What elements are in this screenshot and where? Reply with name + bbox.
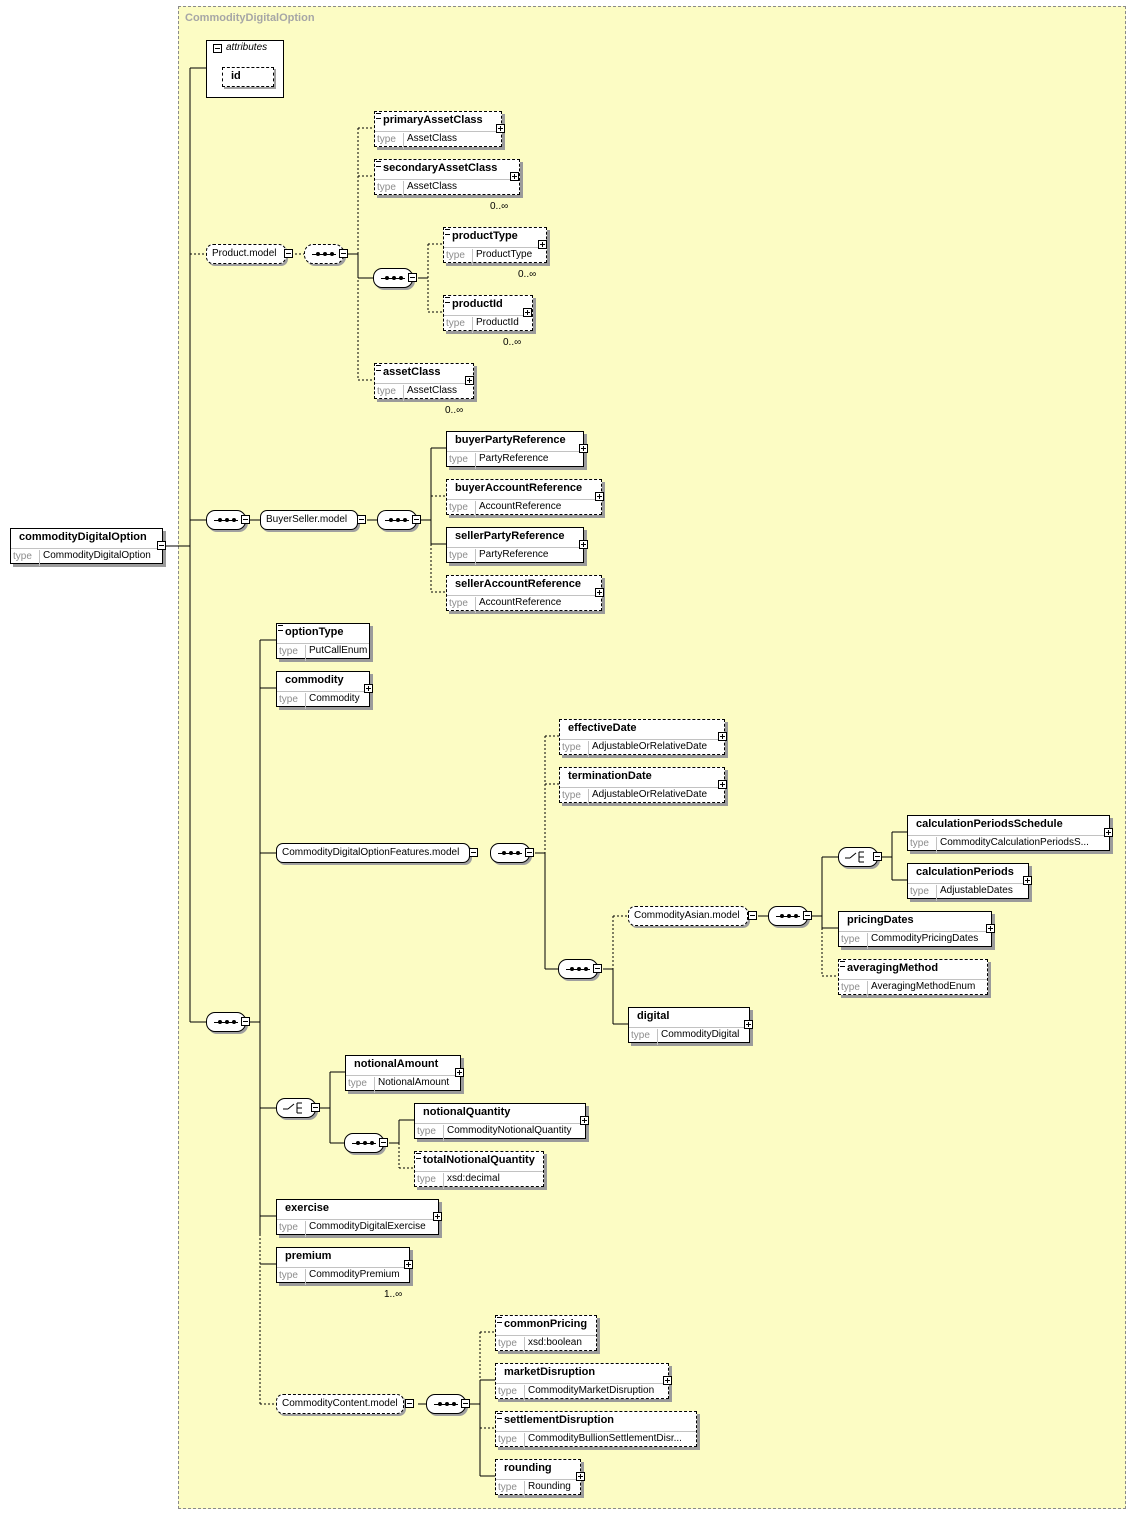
collapse-icon[interactable] — [157, 541, 166, 550]
occurrence-label: 0..∞ — [518, 269, 537, 280]
collapse-icon[interactable] — [873, 852, 882, 861]
expand-icon[interactable] — [1023, 876, 1032, 885]
expand-icon[interactable] — [538, 240, 547, 249]
expand-icon[interactable] — [364, 684, 373, 693]
group-features-model[interactable]: CommodityDigitalOptionFeatures.model — [276, 843, 470, 863]
expand-icon[interactable] — [510, 172, 519, 181]
sequence-compositor[interactable] — [304, 244, 344, 264]
sequence-compositor[interactable] — [373, 268, 413, 288]
collapse-icon[interactable] — [339, 249, 348, 258]
group-buyer-seller-model[interactable]: BuyerSeller.model — [260, 510, 358, 530]
collapse-icon[interactable] — [408, 273, 417, 282]
collapse-icon[interactable] — [469, 848, 478, 857]
attributes-box: attributes id — [206, 40, 284, 98]
expand-icon[interactable] — [404, 1260, 413, 1269]
choice-compositor[interactable] — [276, 1098, 316, 1118]
collapse-icon[interactable] — [461, 1399, 470, 1408]
expand-icon[interactable] — [433, 1212, 442, 1221]
occurrence-label: 0..∞ — [503, 337, 522, 348]
collapse-icon[interactable] — [412, 515, 421, 524]
collapse-icon[interactable] — [311, 1103, 320, 1112]
expand-icon[interactable] — [595, 492, 604, 501]
collapse-icon[interactable] — [284, 249, 293, 258]
group-asian-model[interactable]: CommodityAsian.model — [628, 906, 748, 926]
collapse-icon[interactable] — [241, 515, 250, 524]
expand-icon[interactable] — [523, 308, 532, 317]
expand-icon[interactable] — [576, 1472, 585, 1481]
expand-icon[interactable] — [496, 124, 505, 133]
expand-icon[interactable] — [580, 1116, 589, 1125]
attribute-id[interactable]: id — [222, 67, 274, 87]
group-product-model[interactable]: Product.model — [206, 244, 286, 264]
choice-compositor[interactable] — [838, 847, 878, 867]
expand-icon[interactable] — [663, 1376, 672, 1385]
expand-icon[interactable] — [1104, 828, 1113, 837]
sequence-compositor[interactable] — [344, 1133, 384, 1153]
occurrence-label: 0..∞ — [490, 201, 509, 212]
sequence-compositor[interactable] — [206, 1012, 246, 1032]
collapse-icon[interactable] — [593, 964, 602, 973]
sequence-compositor[interactable] — [558, 959, 598, 979]
sequence-compositor[interactable] — [426, 1394, 466, 1414]
expand-icon[interactable] — [744, 1020, 753, 1029]
expand-icon[interactable] — [986, 924, 995, 933]
sequence-compositor[interactable] — [768, 906, 808, 926]
element-name: commodityDigitalOption — [19, 531, 147, 543]
collapse-icon[interactable] — [803, 911, 812, 920]
group-content-model[interactable]: CommodityContent.model — [276, 1394, 404, 1414]
attributes-label: attributes — [226, 42, 268, 53]
expand-icon[interactable] — [595, 588, 604, 597]
diagram-title: CommodityDigitalOption — [185, 12, 315, 24]
expand-icon[interactable] — [718, 732, 727, 741]
collapse-icon[interactable] — [748, 911, 757, 920]
occurrence-label: 0..∞ — [445, 405, 464, 416]
sequence-compositor[interactable] — [206, 510, 246, 530]
expand-icon[interactable] — [579, 540, 588, 549]
collapse-icon[interactable] — [379, 1138, 388, 1147]
collapse-icon[interactable] — [525, 848, 534, 857]
expand-icon[interactable] — [579, 444, 588, 453]
occurrence-label: 1..∞ — [384, 1289, 403, 1300]
collapse-icon[interactable] — [213, 44, 222, 53]
collapse-icon[interactable] — [405, 1399, 414, 1408]
sequence-compositor[interactable] — [490, 843, 530, 863]
collapse-icon[interactable] — [357, 515, 366, 524]
expand-icon[interactable] — [465, 376, 474, 385]
expand-icon[interactable] — [718, 780, 727, 789]
collapse-icon[interactable] — [241, 1017, 250, 1026]
expand-icon[interactable] — [455, 1068, 464, 1077]
sequence-compositor[interactable] — [377, 510, 417, 530]
